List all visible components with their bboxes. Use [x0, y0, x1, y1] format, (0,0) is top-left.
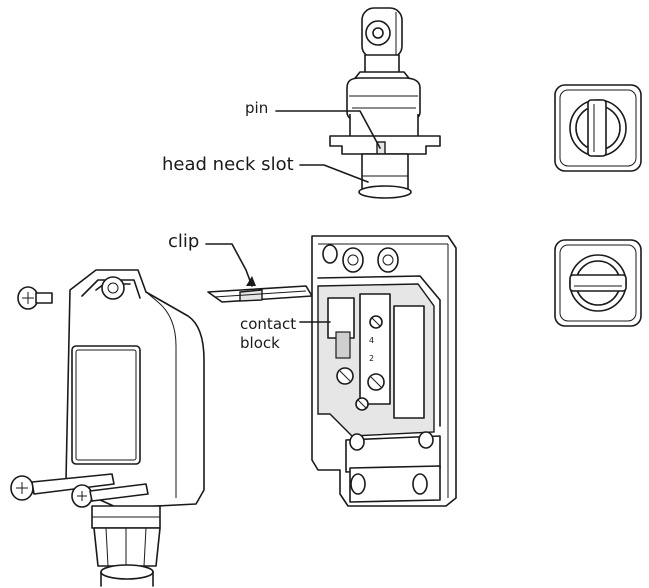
label-pin: pin [245, 99, 269, 117]
label-contact-block: contact block [240, 315, 296, 353]
screw-top-left [17, 286, 53, 310]
terminal-marking-4: 4 [369, 336, 374, 345]
cover-screw-2 [71, 483, 149, 508]
label-clip: clip [168, 231, 200, 252]
leader-lines [205, 110, 381, 323]
cable-gland [91, 505, 161, 587]
cover-lid [65, 269, 205, 509]
label-contact-block-line1: contact [240, 315, 297, 333]
cover-screw-1 [10, 473, 115, 501]
label-head-neck-slot: head neck slot [162, 154, 294, 175]
roller-lever-head [329, 7, 441, 199]
head-front-view-1 [554, 84, 642, 172]
label-contact-block-line2: block [240, 333, 280, 352]
terminal-marking-2: 2 [369, 354, 374, 363]
retaining-clip [207, 285, 313, 303]
switch-body-housing: 4 2 [311, 235, 457, 507]
head-front-view-2 [554, 239, 642, 327]
